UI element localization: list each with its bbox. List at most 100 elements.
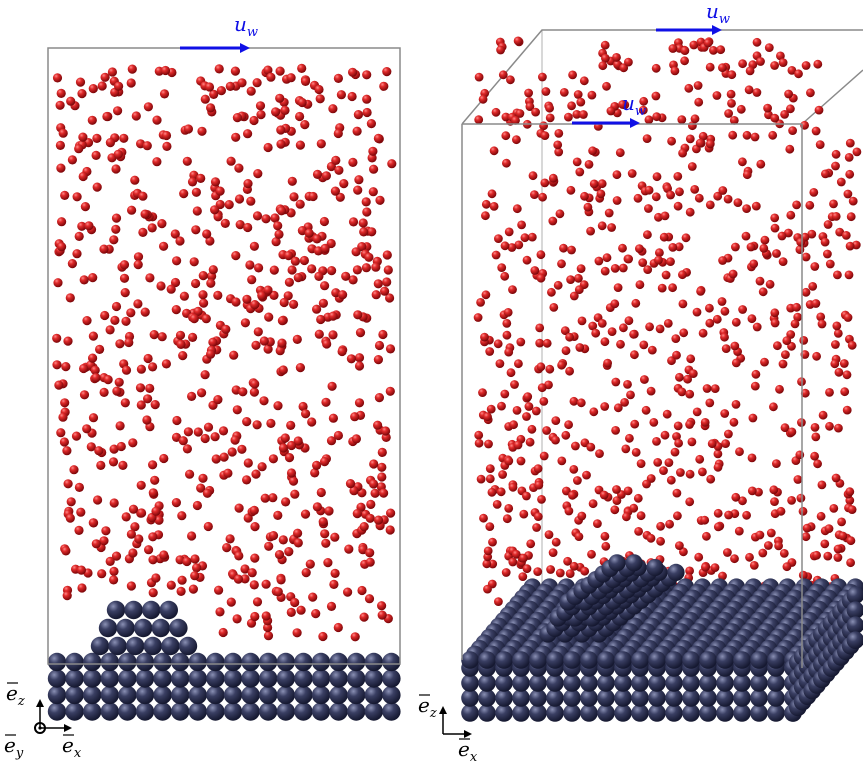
- sediment-particle: [307, 417, 317, 427]
- sediment-particle: [329, 579, 339, 590]
- sediment-particle: [532, 523, 541, 532]
- sediment-particle: [326, 238, 336, 249]
- sediment-particle: [810, 262, 820, 271]
- sediment-particle: [846, 558, 855, 568]
- sediment-particle: [586, 442, 596, 452]
- sediment-particle: [660, 430, 670, 440]
- sediment-particle: [847, 505, 857, 514]
- sediment-particle: [315, 94, 325, 104]
- sediment-particle: [607, 223, 616, 232]
- sediment-particle: [649, 418, 659, 427]
- sediment-particle: [706, 474, 716, 484]
- sediment-particle: [673, 201, 683, 211]
- sediment-particle: [273, 510, 283, 520]
- sediment-particle: [261, 579, 271, 589]
- sediment-particle: [573, 476, 582, 485]
- sediment-particle: [215, 607, 225, 617]
- sediment-particle: [634, 527, 643, 536]
- sediment-particle: [685, 134, 695, 144]
- sediment-particle: [277, 338, 287, 348]
- sediment-particle: [522, 564, 532, 574]
- sediment-particle: [834, 367, 844, 377]
- sediment-particle: [159, 453, 169, 464]
- sediment-particle: [261, 214, 271, 224]
- sediment-particle: [587, 549, 596, 559]
- sediment-particle: [848, 196, 858, 206]
- sediment-particle: [201, 314, 211, 324]
- bed-sphere: [546, 704, 564, 722]
- sediment-particle: [758, 287, 768, 297]
- sediment-particle: [695, 454, 705, 464]
- sediment-particle: [478, 94, 488, 104]
- sediment-particle: [220, 218, 230, 228]
- bed-sphere: [311, 669, 331, 688]
- sediment-particle: [612, 496, 622, 505]
- sediment-particle: [549, 303, 559, 312]
- sediment-particle: [604, 208, 614, 218]
- sediment-particle: [831, 340, 840, 349]
- sediment-particle: [219, 452, 229, 462]
- sediment-particle: [263, 344, 273, 354]
- sediment-particle: [559, 243, 568, 253]
- sediment-particle: [176, 339, 186, 349]
- sediment-particle: [577, 316, 587, 326]
- sediment-particle: [210, 177, 221, 187]
- sediment-particle: [770, 308, 780, 318]
- sediment-particle: [713, 508, 723, 518]
- sediment-particle: [323, 558, 333, 568]
- sediment-particle: [496, 45, 505, 55]
- sediment-particle: [763, 103, 772, 113]
- sediment-particle: [638, 258, 648, 267]
- sediment-particle: [626, 390, 635, 400]
- sediment-particle: [512, 135, 521, 145]
- sediment-particle: [802, 523, 812, 533]
- sediment-particle: [278, 365, 288, 375]
- bed-sphere: [648, 651, 666, 669]
- sediment-particle: [747, 486, 757, 496]
- sediment-particle: [597, 319, 607, 328]
- sediment-particle: [65, 293, 75, 303]
- sediment-particle: [331, 155, 341, 165]
- sediment-particle: [290, 256, 300, 266]
- sediment-particle: [318, 517, 328, 527]
- sediment-particle: [202, 488, 212, 498]
- sediment-particle: [533, 464, 543, 473]
- bed-sphere: [382, 652, 401, 672]
- sediment-particle: [62, 446, 72, 456]
- bed-sphere: [767, 674, 785, 692]
- bed-sphere: [100, 652, 120, 672]
- sediment-particle: [243, 458, 253, 468]
- bed-sphere: [65, 702, 84, 721]
- sediment-particle: [801, 61, 811, 70]
- sediment-particle: [579, 76, 589, 86]
- bed-sphere: [529, 689, 547, 707]
- sediment-particle: [764, 43, 774, 52]
- sediment-particle: [263, 142, 273, 153]
- sediment-particle: [601, 541, 611, 551]
- sediment-particle: [561, 346, 571, 356]
- sediment-particle: [823, 249, 832, 259]
- sediment-particle: [846, 212, 856, 222]
- bed-sphere: [631, 674, 649, 692]
- sediment-particle: [144, 545, 154, 555]
- sediment-particle: [662, 409, 672, 419]
- sediment-particle: [365, 513, 375, 523]
- bed-sphere: [188, 669, 207, 688]
- sediment-particle: [568, 70, 577, 80]
- sediment-particle: [109, 444, 119, 454]
- sediment-particle: [300, 120, 310, 130]
- sediment-particle: [60, 190, 70, 200]
- sediment-particle: [128, 438, 138, 448]
- bed-sphere: [478, 674, 496, 692]
- sediment-particle: [845, 487, 855, 497]
- sediment-particle: [237, 78, 247, 88]
- sediment-particle: [817, 319, 827, 329]
- sediment-particle: [646, 533, 656, 543]
- sediment-particle: [559, 88, 569, 97]
- sediment-particle: [840, 387, 850, 397]
- bed-sphere: [118, 685, 137, 705]
- sediment-particle: [667, 136, 676, 146]
- bed-sphere: [47, 652, 67, 672]
- sediment-particle: [377, 462, 387, 472]
- sediment-particle: [694, 193, 704, 203]
